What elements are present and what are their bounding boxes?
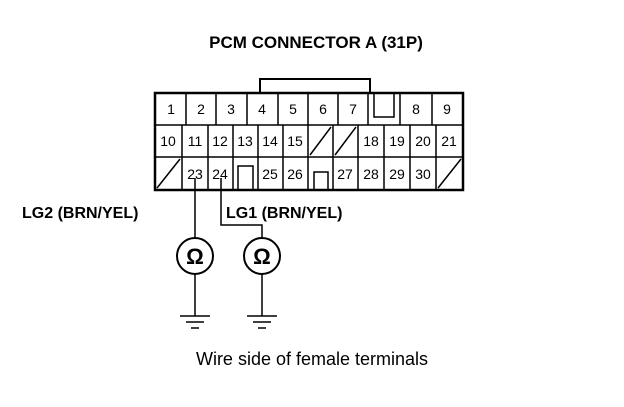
pin-row-2	[181, 125, 437, 157]
probe-wire-lg1	[220, 178, 263, 238]
pin-8: 8	[412, 101, 420, 117]
pin-4: 4	[258, 101, 266, 117]
lg2-label: LG2 (BRN/YEL)	[22, 205, 138, 222]
key-notch-bottom-1	[237, 165, 254, 190]
pin-18: 18	[363, 133, 379, 149]
ground-icon	[247, 315, 277, 329]
pin-5: 5	[289, 101, 297, 117]
ohmmeter-icon: Ω	[176, 237, 214, 275]
pin-1: 1	[167, 101, 175, 117]
caption: Wire side of female terminals	[196, 349, 428, 369]
pin-9: 9	[443, 101, 451, 117]
pin-29: 29	[389, 166, 405, 182]
pin-19: 19	[389, 133, 405, 149]
pin-14: 14	[262, 133, 278, 149]
ground-icon	[180, 315, 210, 329]
pin-row-3	[156, 157, 462, 190]
pin-24: 24	[212, 166, 228, 182]
diagram-title: PCM CONNECTOR A (31P)	[209, 33, 423, 52]
lg1-label: LG1 (BRN/YEL)	[226, 205, 342, 222]
pin-row-1	[185, 93, 433, 125]
ohm-symbol-2: Ω	[253, 244, 271, 269]
key-notch-top	[373, 93, 395, 118]
pin-13: 13	[237, 133, 253, 149]
key-notch-bottom-2	[313, 171, 329, 190]
pin-23: 23	[187, 166, 203, 182]
pin-12: 12	[212, 133, 228, 149]
pin-26: 26	[287, 166, 303, 182]
pin-6: 6	[319, 101, 327, 117]
pin-28: 28	[363, 166, 379, 182]
connector-latch	[259, 78, 371, 93]
connector-body	[153, 91, 465, 192]
pin-2: 2	[197, 101, 205, 117]
ohmmeter-icon: Ω	[243, 237, 281, 275]
pin-25: 25	[262, 166, 278, 182]
pin-15: 15	[287, 133, 303, 149]
pin-10: 10	[160, 133, 176, 149]
pin-27: 27	[337, 166, 353, 182]
pin-20: 20	[415, 133, 431, 149]
pin-30: 30	[415, 166, 431, 182]
pin-3: 3	[227, 101, 235, 117]
pin-7: 7	[349, 101, 357, 117]
pin-21: 21	[441, 133, 457, 149]
ohm-symbol-1: Ω	[186, 244, 204, 269]
pin-11: 11	[188, 133, 203, 149]
